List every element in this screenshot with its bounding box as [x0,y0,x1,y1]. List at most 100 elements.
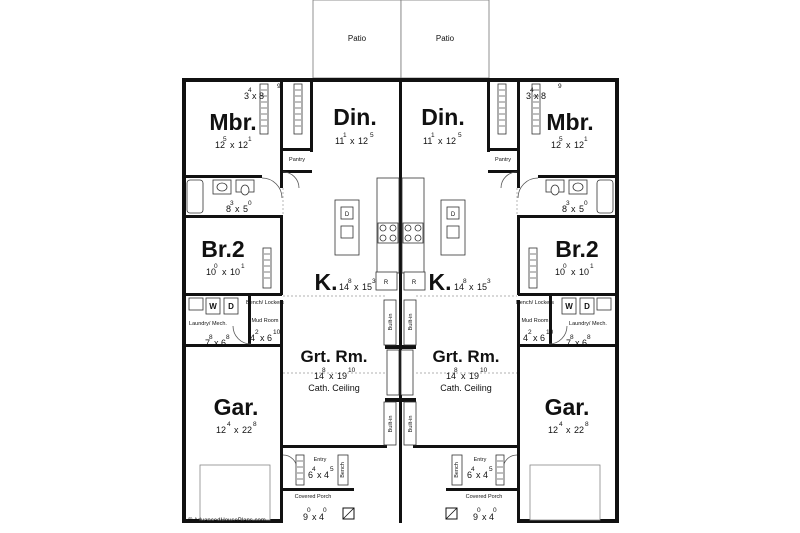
svg-text:6: 6 [267,333,272,343]
patio-left-label: Patio [348,34,367,43]
svg-text:2: 2 [528,329,532,336]
svg-text:x: x [438,136,443,146]
svg-text:15: 15 [362,282,372,292]
laundry-left-label: Laundry/ Mech. [189,321,227,327]
svg-text:8: 8 [585,421,589,428]
svg-text:x: x [461,371,466,381]
svg-text:x: x [317,470,322,480]
porch-right-label: Covered Porch [466,494,503,500]
watermark: © AdvancedHousePlans.com [188,517,266,524]
svg-text:9: 9 [277,83,281,90]
svg-text:x: x [575,338,580,348]
entry-right-label: Entry [474,457,487,463]
svg-text:1: 1 [241,263,245,270]
svg-text:x: x [566,140,571,150]
kitchen-fixtures-right [401,177,466,291]
svg-text:12: 12 [446,136,456,146]
svg-text:0: 0 [307,507,311,514]
builtin-label-2: Built-in [408,314,414,331]
br2-left-name: Br.2 [201,236,244,262]
svg-text:19: 19 [469,371,479,381]
din-left-name: Din. [333,104,376,130]
garage-door-left [199,464,271,521]
svg-text:x: x [312,512,317,522]
builtin-label-1: Built-in [388,314,394,331]
svg-text:x: x [260,333,265,343]
svg-text:1: 1 [584,136,588,143]
svg-text:x: x [235,204,240,214]
svg-text:8: 8 [226,334,230,341]
interior-walls-right [413,78,618,523]
builtin-label-4: Built-in [408,416,414,433]
svg-text:10: 10 [579,267,589,277]
entry-bench-right [451,454,463,486]
garage-left-name: Gar. [214,394,259,420]
svg-text:10: 10 [546,329,554,336]
svg-text:x: x [214,338,219,348]
washer-left-label: W [209,302,217,311]
dishwasher-right-label: D [451,212,456,218]
built-ins [383,299,417,446]
svg-text:0: 0 [563,263,567,270]
patio-left [312,0,402,79]
svg-text:3: 3 [230,200,234,207]
dryer-left-label: D [228,302,234,311]
svg-text:14: 14 [339,282,349,292]
svg-text:3: 3 [487,278,491,285]
mudroom-right-label: Mud Room [522,318,549,324]
patio-right-label: Patio [436,34,455,43]
svg-text:8: 8 [253,421,257,428]
svg-text:9: 9 [473,512,478,522]
svg-text:12: 12 [216,425,226,435]
svg-text:6: 6 [540,333,545,343]
svg-text:3: 3 [526,91,531,101]
svg-text:5: 5 [489,466,493,473]
svg-text:6: 6 [308,470,313,480]
svg-text:x: x [571,267,576,277]
svg-text:7: 7 [566,338,571,348]
svg-text:x: x [230,140,235,150]
svg-text:1: 1 [343,132,347,139]
svg-text:5: 5 [579,204,584,214]
svg-text:0: 0 [493,507,497,514]
svg-text:x: x [234,425,239,435]
svg-text:0: 0 [584,200,588,207]
closet-shelving [259,83,541,486]
din-right-name: Din. [421,104,464,130]
svg-text:8: 8 [541,91,546,101]
interior-walls-left [182,78,387,523]
builtin-label-3: Built-in [388,416,394,433]
svg-text:14: 14 [454,282,464,292]
svg-text:6: 6 [221,338,226,348]
grtrm-left-name: Grt. Rm. [300,347,367,366]
svg-text:12: 12 [551,140,561,150]
svg-text:5: 5 [223,136,227,143]
svg-text:6: 6 [582,338,587,348]
svg-text:19: 19 [337,371,347,381]
svg-text:8: 8 [463,278,467,285]
svg-text:9: 9 [303,512,308,522]
kitchen-left-name: K. [315,269,338,295]
svg-text:6: 6 [467,470,472,480]
svg-text:Bench: Bench [454,462,460,478]
svg-text:5: 5 [559,136,563,143]
mudroom-left-label: Mud Room [252,318,279,324]
svg-text:3: 3 [244,91,249,101]
svg-text:x: x [350,136,355,146]
svg-text:10: 10 [206,267,216,277]
svg-text:4: 4 [319,512,324,522]
svg-text:0: 0 [214,263,218,270]
svg-text:22: 22 [242,425,252,435]
bath-fixtures-right [545,179,614,214]
svg-text:8: 8 [226,204,231,214]
exterior-walls [182,78,619,523]
svg-text:8: 8 [570,334,574,341]
svg-text:4: 4 [471,466,475,473]
svg-text:12: 12 [238,140,248,150]
svg-text:8: 8 [322,367,326,374]
svg-text:10: 10 [555,267,565,277]
svg-text:5: 5 [330,466,334,473]
svg-text:8: 8 [562,204,567,214]
svg-text:x: x [476,470,481,480]
